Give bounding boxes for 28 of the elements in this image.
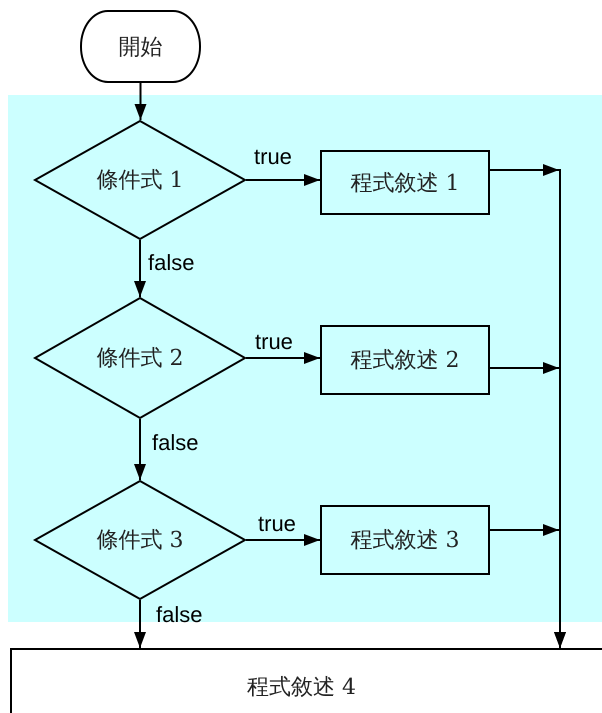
node-label: 程式敘述 1 — [350, 170, 460, 198]
node-label: 開始 — [118, 34, 162, 62]
node-label: 條件式 1 — [96, 167, 184, 195]
process-box — [320, 150, 490, 215]
node-label: 條件式 2 — [96, 345, 184, 373]
node-label: 程式敘述 3 — [350, 527, 460, 555]
edge-label: true — [258, 513, 296, 535]
edge-label: false — [152, 432, 198, 454]
arrow — [246, 352, 320, 364]
decision-diamond — [34, 120, 246, 240]
edge-label: false — [148, 252, 194, 274]
arrow — [246, 174, 320, 186]
arrow — [134, 83, 146, 120]
arrow — [134, 240, 146, 297]
node-label: 程式敘述 2 — [350, 347, 460, 375]
node-label: 程式敘述 4 — [247, 674, 356, 702]
node-label: 條件式 3 — [96, 527, 184, 555]
arrow — [490, 524, 566, 648]
edge-label: true — [255, 331, 293, 353]
edge-label: false — [156, 604, 202, 626]
arrow — [134, 600, 146, 648]
decision-diamond — [34, 480, 246, 600]
decision-diamond — [34, 297, 246, 419]
arrow — [134, 419, 146, 480]
arrow — [246, 534, 320, 546]
edge-label: true — [254, 146, 292, 168]
process-box — [320, 325, 490, 395]
process-box — [320, 505, 490, 575]
